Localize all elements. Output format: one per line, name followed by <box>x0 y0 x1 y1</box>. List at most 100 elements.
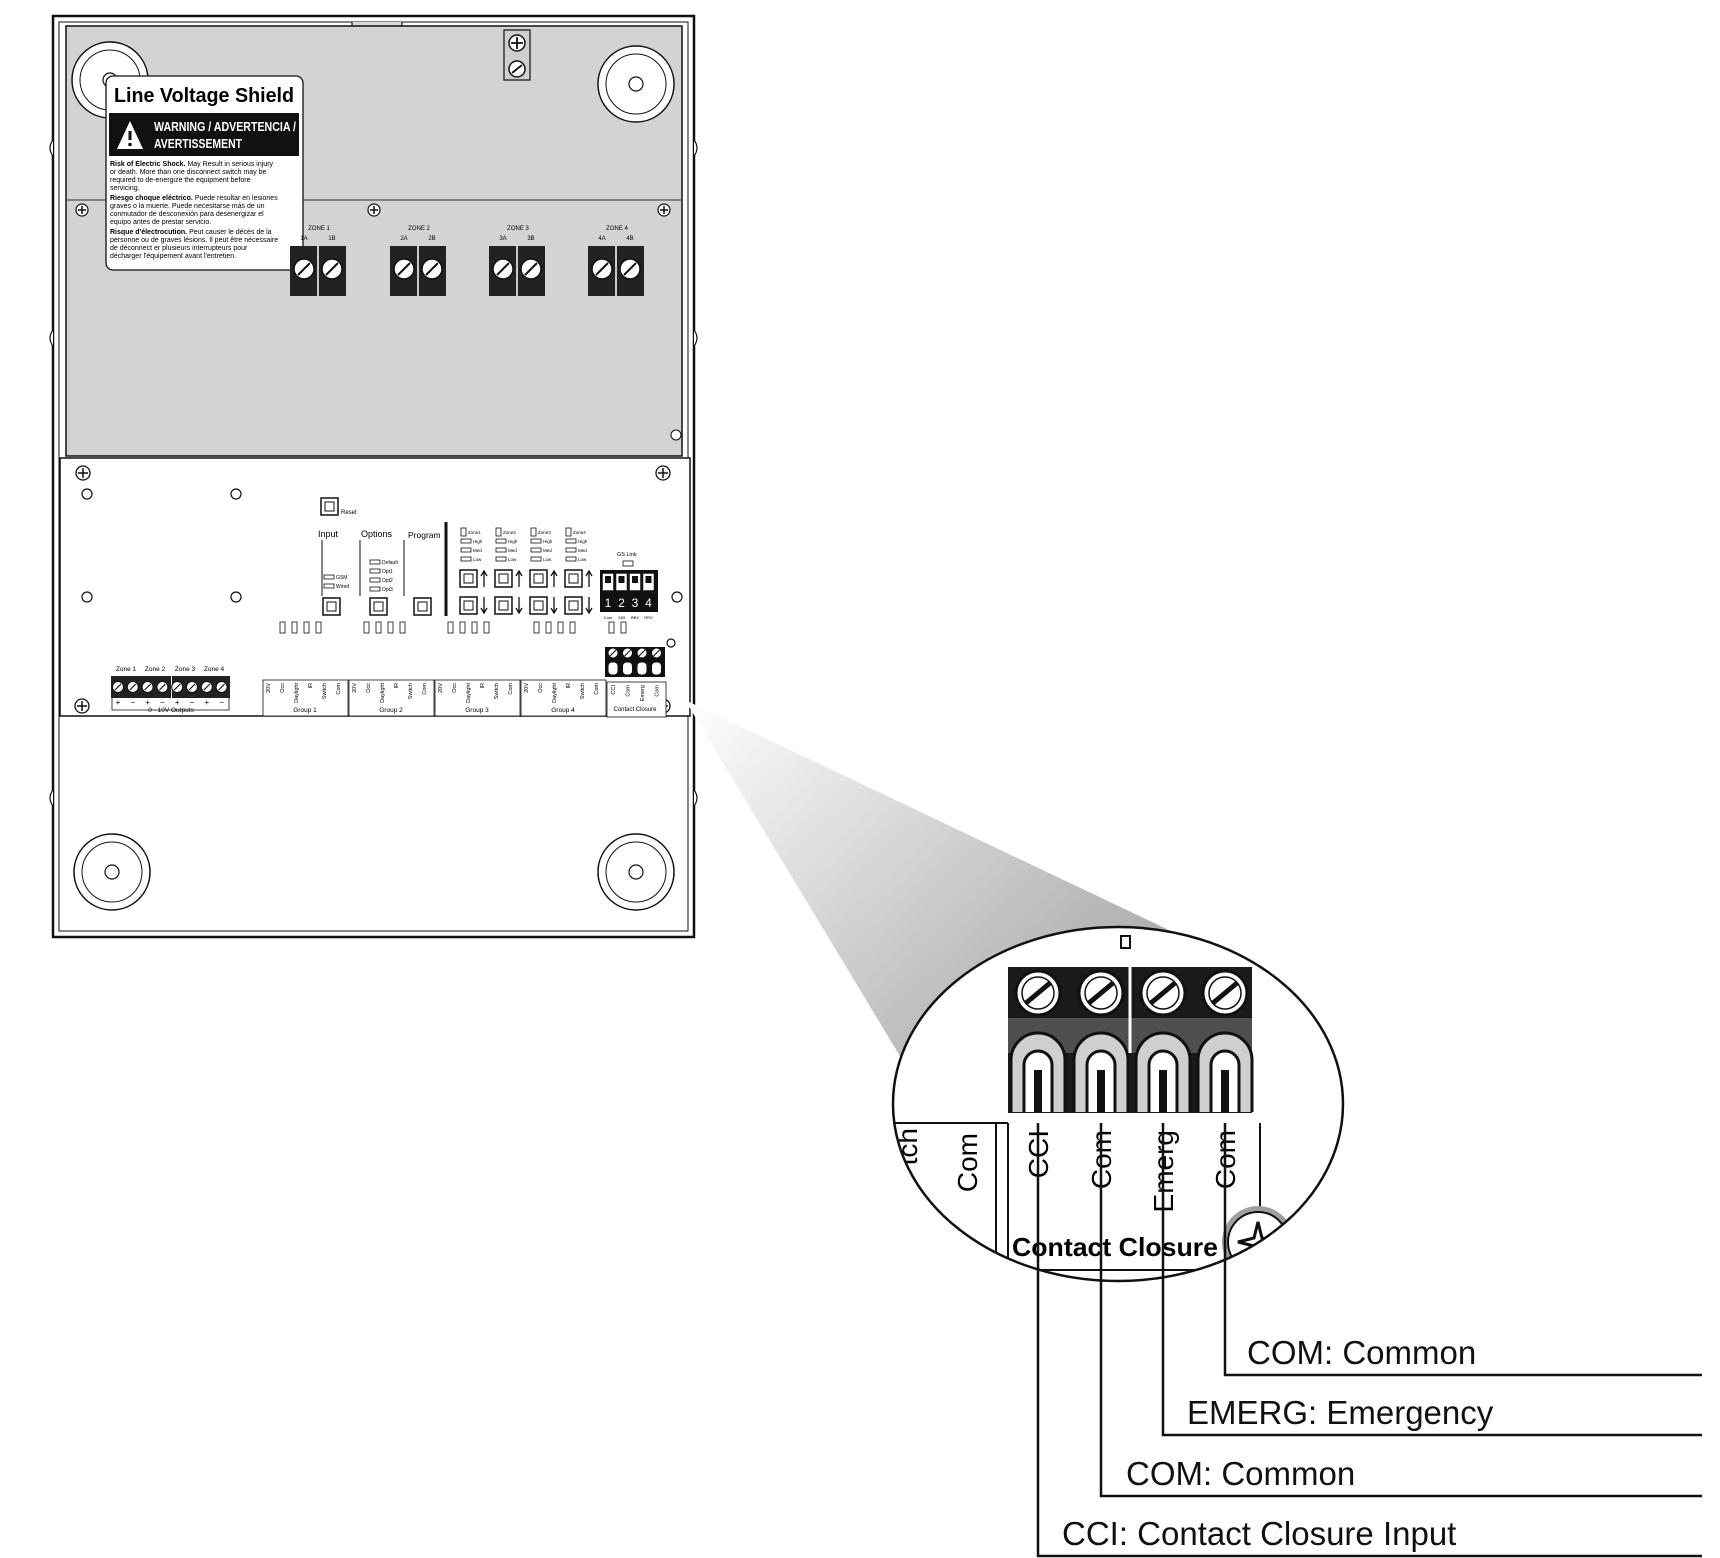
output-zone-label: Zone 4 <box>204 666 225 673</box>
group-label: Group 2 <box>379 707 403 714</box>
zone-up-button[interactable] <box>494 569 513 588</box>
board-cc-term: Com <box>626 685 632 697</box>
board-cc-term: CCI <box>611 685 617 695</box>
jumper[interactable] <box>545 621 552 634</box>
jumper[interactable] <box>608 621 615 634</box>
es-body-4: equipo antes de prestar servicio. <box>110 219 211 226</box>
jumper[interactable] <box>387 621 394 634</box>
screw-icon <box>171 681 184 693</box>
group-term-label: Occ <box>538 683 544 693</box>
zone-down-button[interactable] <box>494 596 513 615</box>
warning-triangle-icon <box>117 121 143 149</box>
leader-com-1 <box>1099 1123 1702 1498</box>
dip-number: 2 <box>618 596 625 610</box>
arrow-up-icon <box>515 569 523 587</box>
es-body-2: graves o la muerte. Puede necesitarse má… <box>110 203 265 210</box>
es-body-1: Puede resultar en lesiones <box>195 195 278 202</box>
jumper[interactable] <box>459 621 466 634</box>
group-term-label: Daylight <box>380 683 386 703</box>
svg-text:−: − <box>130 698 135 707</box>
zone-up-button[interactable] <box>529 569 548 588</box>
group-term-label: IR <box>394 683 400 689</box>
zone-led-label: Med <box>543 548 552 553</box>
jumper[interactable] <box>471 621 478 634</box>
zone-led-label: High <box>578 539 588 544</box>
dip-label: 24B <box>618 615 625 620</box>
option-led-label: Opt1 <box>382 569 393 575</box>
jumper[interactable] <box>375 621 382 634</box>
svg-text:+: + <box>204 698 209 707</box>
arrow-down-icon <box>550 597 558 615</box>
group-term-label: Switch <box>322 683 328 699</box>
zone-terminal-a: 1A <box>300 236 307 242</box>
jumper[interactable] <box>447 621 454 634</box>
program-button[interactable] <box>413 597 432 616</box>
jumper[interactable] <box>291 621 298 634</box>
en-body-1: May Result in serious injury <box>187 161 273 168</box>
group-term-label: 20V <box>438 683 444 693</box>
jumper[interactable] <box>483 621 490 634</box>
jumper[interactable] <box>315 621 322 634</box>
zone-terminal-a: 4A <box>598 236 605 242</box>
zone-terminal-b: 1B <box>328 236 335 242</box>
board-cc-term: Com <box>655 685 661 697</box>
input-button[interactable] <box>322 597 341 616</box>
fr-head: Risque d'électrocution. <box>110 229 187 236</box>
legend-com-2: COM: Common <box>1247 1334 1476 1371</box>
fr-body-3: de déconnect er plusieurs interrupteurs … <box>110 245 248 252</box>
svg-text:Riesgo choque eléctrico. Puede: Riesgo choque eléctrico. Puede resultar … <box>110 195 278 202</box>
jumper[interactable] <box>363 621 370 634</box>
warning-line-1: WARNING / ADVERTENCIA / <box>154 120 296 134</box>
zone-up-button[interactable] <box>564 569 583 588</box>
zone-led-label: Med <box>578 548 587 553</box>
jumper[interactable] <box>620 621 627 634</box>
jumper[interactable] <box>303 621 310 634</box>
group-term-label: IR <box>566 683 572 689</box>
es-body-3: conmutador de desconexión para desenergi… <box>110 211 264 218</box>
jumper[interactable] <box>533 621 540 634</box>
group-term-label: Com <box>508 683 514 695</box>
screw-icon <box>655 465 671 481</box>
zone-led-label: Zone2 <box>503 530 516 535</box>
zone-led-label: Zone4 <box>573 530 586 535</box>
zone-terminal-b: 3B <box>527 236 534 242</box>
screw-icon <box>508 34 526 52</box>
options-button[interactable] <box>369 597 388 616</box>
jumper[interactable] <box>279 621 286 634</box>
screw-icon <box>636 647 648 659</box>
screw-icon <box>1077 969 1125 1017</box>
arrow-down-icon <box>480 597 488 615</box>
en-body-3: required to de-energize the equipment be… <box>110 177 251 184</box>
knockout-top-right <box>597 45 675 123</box>
screw-icon <box>141 681 154 693</box>
dip-number: 4 <box>645 596 652 610</box>
screw-icon <box>75 203 89 217</box>
screw-icon <box>367 203 381 217</box>
arrow-up-icon <box>585 569 593 587</box>
group-label: Group 4 <box>551 707 575 714</box>
screw-icon <box>186 681 198 693</box>
zone-down-button[interactable] <box>564 596 583 615</box>
group-term-label: Occ <box>366 683 372 693</box>
arrow-down-icon <box>515 597 523 615</box>
zoom-com-left: Com <box>952 1133 983 1192</box>
zone-down-button[interactable] <box>459 596 478 615</box>
zone-terminal-b: 2B <box>428 236 435 242</box>
jumper[interactable] <box>399 621 406 634</box>
screw-icon <box>607 647 619 659</box>
group-term-label: Switch <box>580 683 586 699</box>
jumper[interactable] <box>569 621 576 634</box>
dip-number: 3 <box>632 596 639 610</box>
zone-up-button[interactable] <box>459 569 478 588</box>
screw-icon <box>622 647 633 659</box>
zone-title: ZONE 1 <box>308 226 330 232</box>
jumper[interactable] <box>557 621 564 634</box>
zone-down-button[interactable] <box>529 596 548 615</box>
